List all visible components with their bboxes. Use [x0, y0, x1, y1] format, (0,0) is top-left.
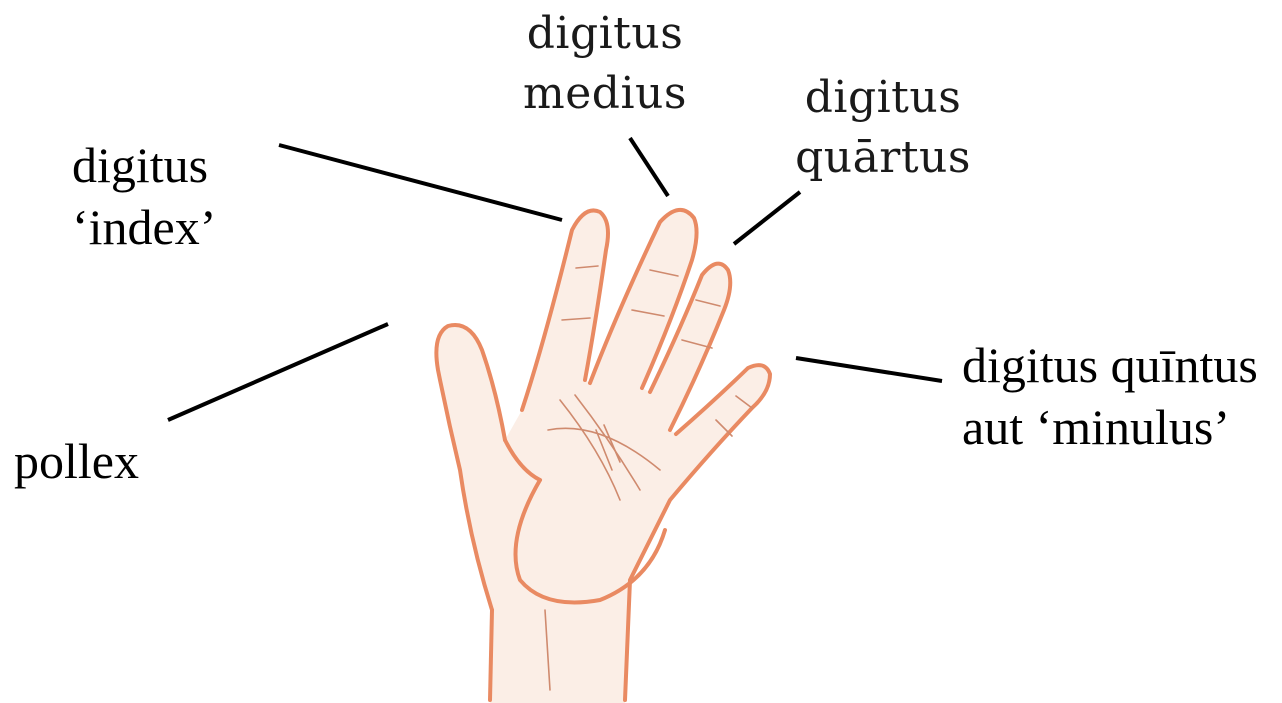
label-index: digitus ‘index’ [72, 134, 216, 258]
quartus-leader-line [734, 192, 800, 244]
label-index-line2: ‘index’ [72, 196, 216, 258]
pollex-leader-line [168, 324, 388, 420]
quintus-leader-line [796, 358, 942, 381]
label-medius: digitus medius [500, 4, 710, 124]
hand-skin [436, 210, 770, 703]
label-medius-line1: digitus [500, 4, 710, 64]
label-pollex-line1: pollex [14, 430, 139, 492]
label-index-line1: digitus [72, 134, 216, 196]
label-quartus-line1: digitus [778, 68, 988, 128]
wrist-outline [490, 610, 492, 700]
label-pollex: pollex [14, 430, 139, 492]
label-medius-line2: medius [500, 64, 710, 124]
medius-leader-line [630, 138, 668, 196]
index-leader-line [279, 145, 562, 220]
label-quintus-line2: aut ‘minulus’ [962, 396, 1258, 458]
label-quartus-line2: quārtus [778, 128, 988, 188]
label-quintus: digitus quīntus aut ‘minulus’ [962, 334, 1258, 458]
label-quintus-line1: digitus quīntus [962, 334, 1258, 396]
label-quartus: digitus quārtus [778, 68, 988, 188]
